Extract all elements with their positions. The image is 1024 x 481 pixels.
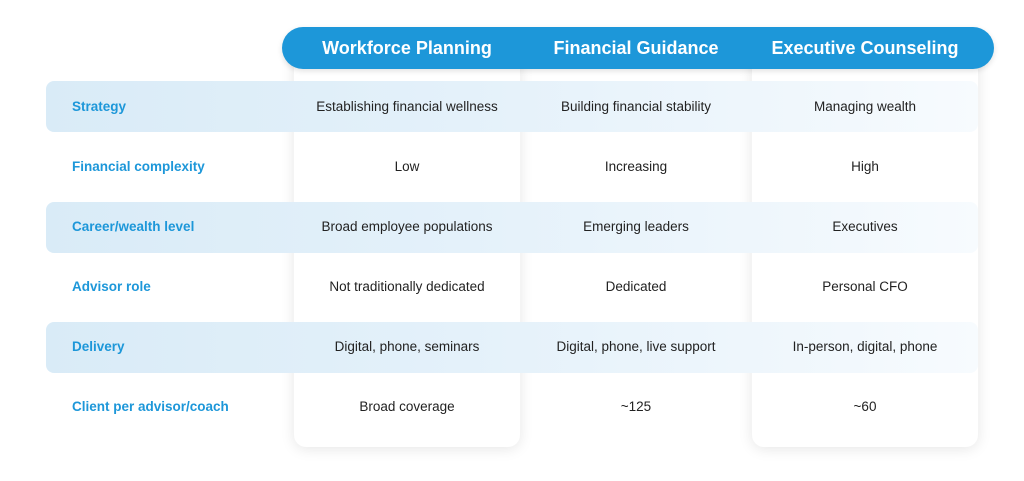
table-cell: Dedicated bbox=[605, 279, 667, 294]
table-cell: In-person, digital, phone bbox=[792, 339, 938, 354]
row-label-financial-complexity: Financial complexity bbox=[72, 159, 205, 174]
table-cell: ~125 bbox=[620, 399, 652, 414]
table-cell: Low bbox=[394, 159, 420, 174]
table-cell: Digital, phone, seminars bbox=[334, 339, 480, 354]
table-cell: Broad coverage bbox=[359, 399, 455, 414]
table-cell: Emerging leaders bbox=[583, 219, 689, 234]
column-header-executive-counseling: Executive Counseling bbox=[771, 38, 959, 58]
table-cell: Not traditionally dedicated bbox=[329, 279, 485, 294]
row-band-delivery bbox=[46, 322, 978, 373]
row-band-career-wealth-level bbox=[46, 202, 978, 253]
row-label-advisor-role: Advisor role bbox=[72, 279, 151, 294]
table-cell: Broad employee populations bbox=[321, 219, 493, 234]
table-cell: High bbox=[851, 159, 879, 174]
table-cell: Executives bbox=[832, 219, 898, 234]
column-header-workforce-planning: Workforce Planning bbox=[322, 38, 492, 58]
column-header-financial-guidance: Financial Guidance bbox=[553, 38, 719, 58]
table-cell: Managing wealth bbox=[813, 99, 917, 114]
table-cell: ~60 bbox=[853, 399, 877, 414]
table-cell: Digital, phone, live support bbox=[556, 339, 716, 354]
row-band-strategy bbox=[46, 81, 978, 132]
header-bar bbox=[282, 27, 994, 69]
row-label-delivery: Delivery bbox=[72, 339, 125, 354]
table-cell: Establishing financial wellness bbox=[316, 99, 498, 114]
row-label-career-wealth-level: Career/wealth level bbox=[72, 219, 195, 234]
table-cell: Increasing bbox=[604, 159, 668, 174]
table-cell: Personal CFO bbox=[822, 279, 908, 294]
row-label-client-per-advisor: Client per advisor/coach bbox=[72, 399, 229, 414]
row-label-strategy: Strategy bbox=[72, 99, 127, 114]
table-cell: Building financial stability bbox=[560, 99, 712, 114]
